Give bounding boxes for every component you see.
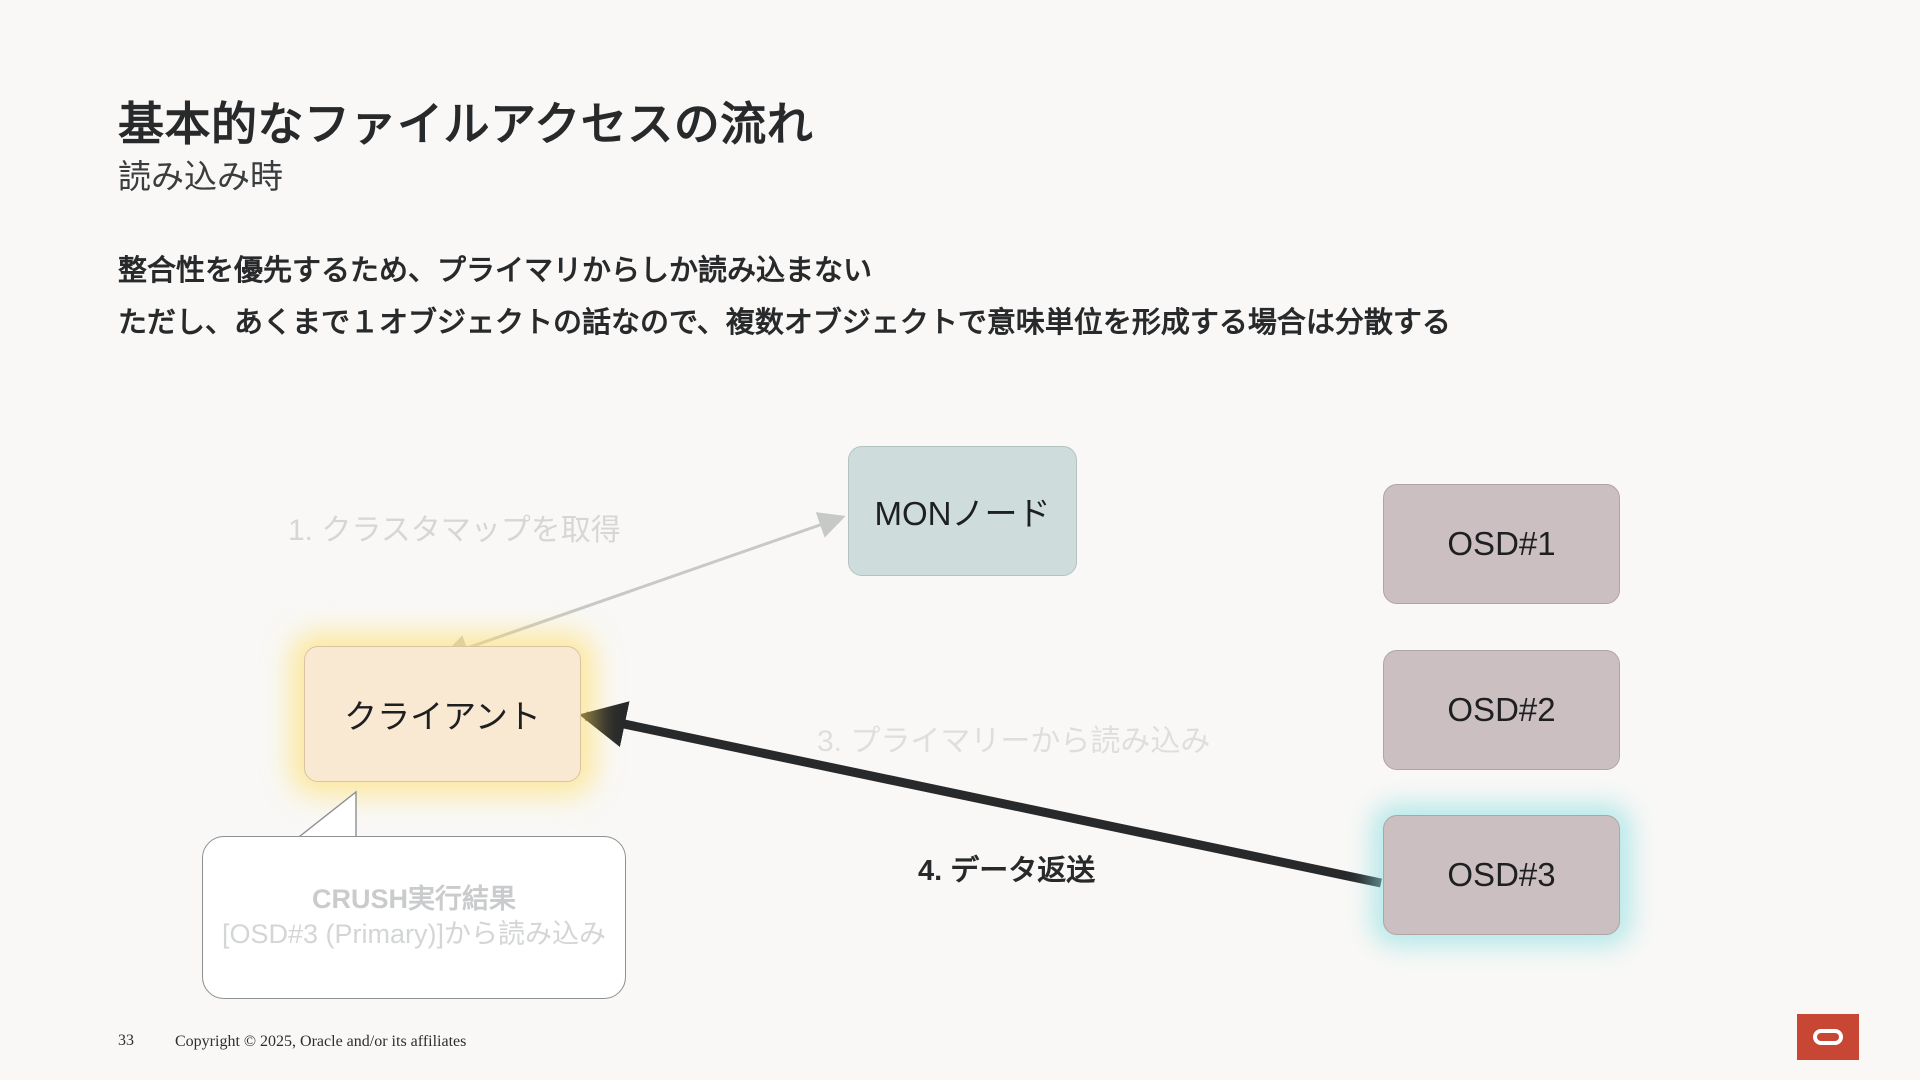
node-mon-label: MONノード bbox=[874, 495, 1051, 532]
node-client-label: クライアント bbox=[344, 698, 541, 735]
page-number: 33 bbox=[118, 1032, 134, 1049]
page-subtitle: 読み込み時 bbox=[118, 158, 283, 195]
node-osd3[interactable]: OSD#3 bbox=[1383, 815, 1620, 935]
node-osd2-label: OSD#2 bbox=[1447, 691, 1556, 728]
arrow-label-step-1: 1. クラスタマップを取得 bbox=[288, 514, 621, 547]
arrow-label-step-3: 3. プライマリーから読み込み bbox=[817, 725, 1211, 758]
arrow-label-step-4: 4. データ返送 bbox=[918, 855, 1096, 887]
oracle-logo-icon bbox=[1813, 1029, 1843, 1045]
callout-body: [OSD#3 (Primary)]から読み込み bbox=[221, 918, 607, 949]
node-mon[interactable]: MONノード bbox=[848, 446, 1077, 576]
callout-title: CRUSH実行結果 bbox=[311, 884, 516, 915]
node-client[interactable]: クライアント bbox=[304, 646, 581, 782]
body-text-line-1: 整合性を優先するため、プライマリからしか読み込まない bbox=[118, 255, 873, 287]
copyright-notice: Copyright © 2025, Oracle and/or its affi… bbox=[175, 1033, 467, 1050]
body-text-line-2: ただし、あくまで１オブジェクトの話なので、複数オブジェクトで意味単位を形成する場… bbox=[118, 307, 1451, 339]
node-osd3-label: OSD#3 bbox=[1447, 856, 1556, 893]
oracle-logo bbox=[1797, 1014, 1859, 1060]
node-osd1[interactable]: OSD#1 bbox=[1383, 484, 1620, 604]
page-title: 基本的なファイルアクセスの流れ bbox=[118, 98, 814, 150]
node-osd2[interactable]: OSD#2 bbox=[1383, 650, 1620, 770]
callout-crush-result: CRUSH実行結果 [OSD#3 (Primary)]から読み込み bbox=[202, 836, 626, 999]
node-osd1-label: OSD#1 bbox=[1447, 525, 1556, 562]
